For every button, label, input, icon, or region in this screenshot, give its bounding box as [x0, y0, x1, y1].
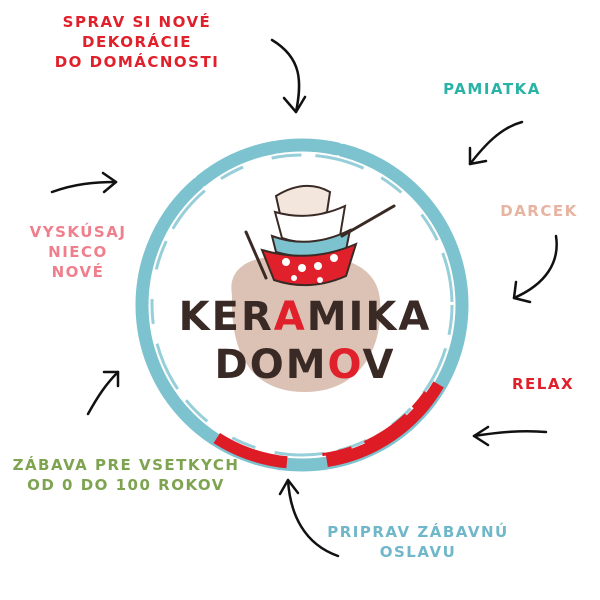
bowls-illustration: [244, 185, 396, 287]
logo-line-2: DOMOV: [215, 342, 396, 388]
logo-line-1-part: KER: [179, 294, 274, 340]
label-try-something-new: VYSKÚSAJ NIECO NOVÉ: [22, 222, 134, 282]
label-relax-text: RELAX: [511, 375, 575, 393]
label-souvenir: PAMIATKA: [432, 79, 552, 99]
label-fun-line: OD 0 DO 100 ROKOV: [27, 476, 225, 494]
logo-line-1: KERAMIKA: [179, 294, 432, 340]
arrow-bottom: [278, 478, 340, 558]
arrow-right: [512, 234, 558, 304]
logo-line-2-part: DOM: [215, 342, 328, 388]
red-bowl-dot: [291, 275, 297, 281]
label-party-line: OSLAVU: [379, 543, 457, 561]
label-souvenir-text: PAMIATKA: [443, 80, 541, 98]
red-bowl-dot: [330, 254, 338, 262]
ring-blue-inner-stroke: [150, 153, 454, 457]
label-fun-line: ZÁBAVA PRE VSETKYCH: [12, 456, 240, 474]
label-party: PRIPRAV ZÁBAVNÚ OSLAVU: [318, 522, 518, 562]
red-bowl-dot: [317, 277, 323, 283]
logo-line-2-accent: O: [328, 342, 363, 388]
label-try-line: NOVÉ: [51, 263, 105, 281]
arrow-top: [270, 38, 307, 114]
ring-red-stroke: [138, 141, 466, 469]
label-decorations-line: DO DOMÁCNOSTI: [54, 53, 220, 71]
red-bowl-dot: [314, 262, 322, 270]
red-bowl-dot: [298, 264, 306, 272]
label-gift: DARCEK: [494, 201, 584, 221]
logo-line-2-part: V: [362, 342, 395, 388]
label-fun-for-all: ZÁBAVA PRE VSETKYCH OD 0 DO 100 ROKOV: [4, 455, 248, 495]
logo-line-1-part: MIKA: [307, 294, 432, 340]
label-party-line: PRIPRAV ZÁBAVNÚ: [327, 523, 509, 541]
label-try-line: VYSKÚSAJ: [29, 223, 127, 241]
left-paintbrush: [244, 230, 268, 280]
brush-ring: [135, 138, 469, 472]
label-relax: RELAX: [498, 374, 588, 394]
label-decorations: SPRAV SI NOVÉ DEKORÁCIE DO DOMÁCNOSTI: [6, 12, 268, 72]
label-decorations-line: SPRAV SI NOVÉ DEKORÁCIE: [62, 13, 212, 51]
red-bowl-dot: [282, 258, 290, 266]
arrow-bottom-right: [472, 425, 548, 447]
label-try-line: NIECO: [48, 243, 108, 261]
ring-blue-stroke: [135, 138, 469, 472]
label-gift-text: DARCEK: [500, 202, 578, 220]
arrow-top-right: [468, 120, 524, 166]
logo-blob: [231, 256, 381, 392]
right-paintbrush: [340, 204, 396, 238]
logo-line-1-accent: A: [274, 294, 307, 340]
arrow-left: [50, 171, 118, 194]
arrow-bottom-left: [86, 370, 120, 416]
red-bowl: [260, 242, 358, 287]
